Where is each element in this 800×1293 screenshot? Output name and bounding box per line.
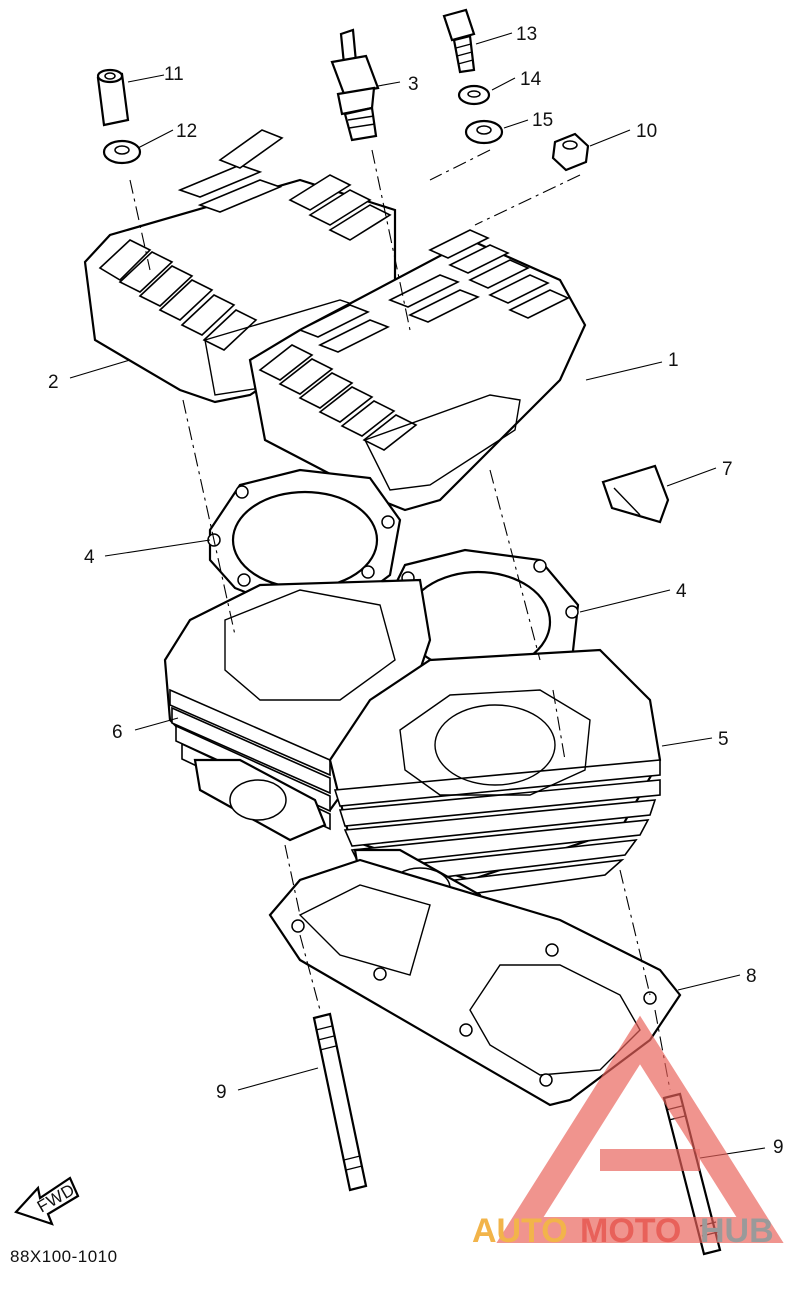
collar-part-11 <box>96 68 130 127</box>
callout-9-left: 9 <box>216 1082 227 1103</box>
nut-part-10 <box>551 132 590 172</box>
washer-part-12 <box>102 139 142 165</box>
callout-14: 14 <box>520 69 542 90</box>
spring-washer-part-14 <box>457 84 491 106</box>
cylinder-head <box>83 129 587 512</box>
stud-bolt-left <box>312 1012 368 1192</box>
cap-part-7 <box>601 464 670 524</box>
callout-12: 12 <box>176 121 197 142</box>
leader-lines <box>69 32 766 1159</box>
drawing-code: 88X100-1010 <box>10 1247 118 1266</box>
callout-4-lower: 4 <box>676 581 687 602</box>
watermark-moto: MOTO <box>580 1212 681 1250</box>
callout-9-right: 9 <box>773 1137 784 1158</box>
callout-6: 6 <box>112 722 123 743</box>
watermark-logo <box>496 1015 784 1243</box>
base-gasket <box>268 858 682 1107</box>
assembly-centerlines <box>129 149 671 1091</box>
washer-part-15 <box>464 119 504 145</box>
bolt-part-13 <box>442 8 476 74</box>
callout-10: 10 <box>636 121 657 142</box>
watermark-text: AUTO MOTO HUB <box>472 1212 774 1250</box>
fwd-label: FWD <box>34 1180 78 1217</box>
watermark-hub: HUB <box>700 1212 774 1250</box>
watermark-auto: AUTO <box>472 1212 568 1250</box>
callout-11: 11 <box>164 64 184 85</box>
callout-3: 3 <box>408 74 419 95</box>
callout-1: 1 <box>668 350 679 371</box>
callout-15: 15 <box>532 110 553 131</box>
callout-8: 8 <box>746 966 757 987</box>
callout-2: 2 <box>48 372 59 393</box>
callout-7: 7 <box>722 459 733 480</box>
callout-5: 5 <box>718 729 729 750</box>
callout-4-upper: 4 <box>84 547 95 568</box>
head-gasket-left <box>207 468 402 612</box>
callout-13: 13 <box>516 24 537 45</box>
callout-labels: 1 2 3 4 4 5 6 7 8 9 9 10 11 12 13 14 15 <box>48 24 784 1158</box>
forward-arrow-icon: FWD <box>14 1176 80 1226</box>
spark-plug-part-3 <box>330 28 380 142</box>
